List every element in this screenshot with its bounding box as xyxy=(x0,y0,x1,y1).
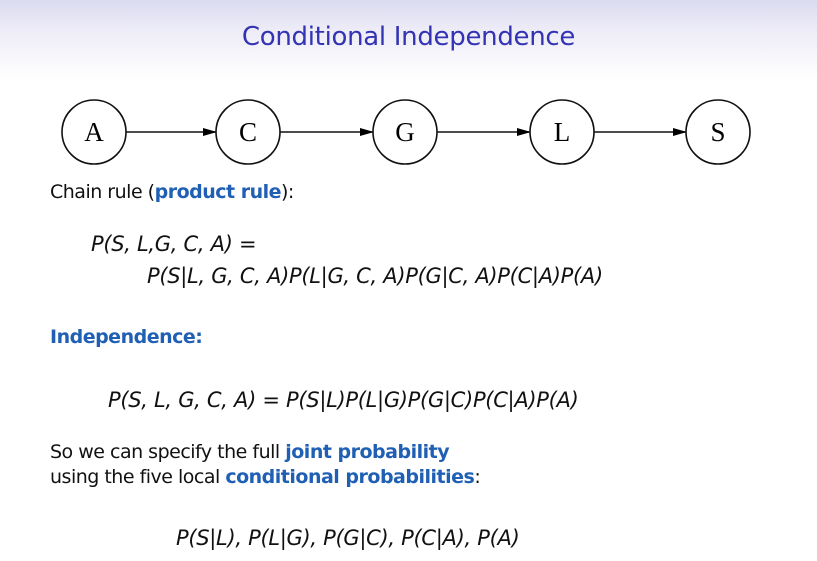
node-label: G xyxy=(395,117,415,147)
node-s: S xyxy=(685,99,751,165)
chain-rule-lhs: P(S, L,G, C, A) = xyxy=(91,232,257,256)
node-a: A xyxy=(61,99,127,165)
node-label: C xyxy=(239,117,257,147)
conditional-probabilities-highlight: conditional probabilities xyxy=(225,466,475,488)
node-l: L xyxy=(529,99,595,165)
slide-title: Conditional Independence xyxy=(241,22,576,52)
node-g: G xyxy=(372,99,438,165)
independence-heading: Independence: xyxy=(50,326,203,348)
slide-header-background xyxy=(0,0,817,80)
chain-rule-suffix: ): xyxy=(281,181,294,203)
joint-probability-highlight: joint probability xyxy=(285,441,450,463)
node-circle xyxy=(61,99,127,165)
conditional-probabilities-list: P(S|L), P(L|G), P(G|C), P(C|A), P(A) xyxy=(176,526,520,550)
chain-rule-rhs: P(S|L, G, C, A)P(L|G, C, A)P(G|C, A)P(C|… xyxy=(147,264,603,288)
node-circle xyxy=(215,99,281,165)
node-circle xyxy=(529,99,595,165)
chain-rule-label: Chain rule (product rule): xyxy=(50,181,294,203)
chain-rule-prefix: Chain rule ( xyxy=(50,181,155,203)
summary-line-2-suffix: : xyxy=(474,466,481,488)
summary-line-1-prefix: So we can specify the full xyxy=(50,441,286,463)
chain-rule-highlight: product rule xyxy=(154,181,282,203)
independence-equation: P(S, L, G, C, A) = P(S|L)P(L|G)P(G|C)P(C… xyxy=(108,388,579,412)
node-label: L xyxy=(554,117,571,147)
node-circle xyxy=(372,99,438,165)
summary-line-1: So we can specify the full joint probabi… xyxy=(50,441,450,463)
node-c: C xyxy=(215,99,281,165)
node-circle xyxy=(685,99,751,165)
node-label: S xyxy=(710,117,725,147)
summary-line-2: using the five local conditional probabi… xyxy=(50,466,481,488)
summary-line-2-prefix: using the five local xyxy=(50,466,226,488)
node-label: A xyxy=(84,117,104,147)
